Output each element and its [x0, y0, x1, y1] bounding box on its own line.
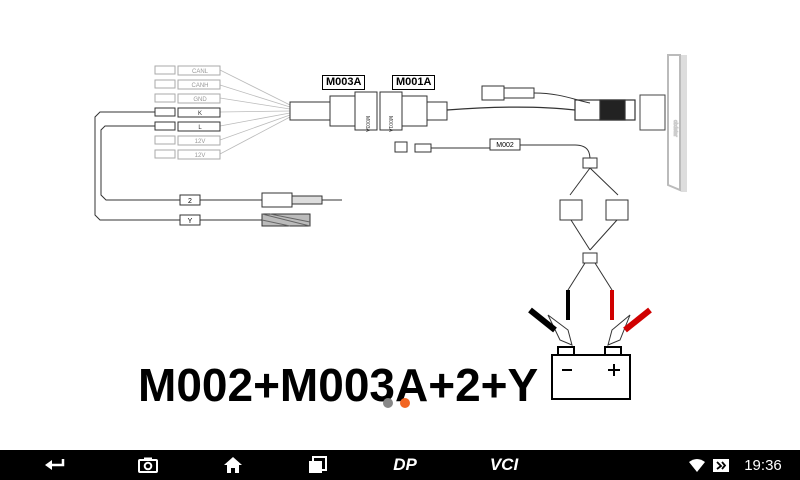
vci-label: VCI [489, 455, 519, 474]
page-indicator-2[interactable] [400, 398, 410, 408]
pin-label-12v-a: 12V [195, 139, 206, 145]
pin-label-12v-b: 12V [195, 153, 206, 159]
battery-symbol [551, 346, 631, 400]
battery-status [712, 450, 730, 480]
pin-label-canl: CANL [192, 69, 209, 75]
label-2: 2 [188, 198, 192, 205]
connector-m003a [289, 91, 378, 131]
connection-diagram: obdstar CANL [94, 54, 687, 411]
dp-button[interactable]: DP [385, 450, 425, 480]
label-m003a: M003A [322, 75, 366, 90]
dp-label: DP [393, 455, 417, 474]
pin-label-canh: CANH [191, 83, 208, 89]
usb-cable [481, 85, 591, 104]
screenshot-button[interactable] [135, 450, 161, 480]
label-m001a: M001A [392, 75, 436, 90]
recent-apps-icon [309, 456, 327, 473]
diagram-drawing: obdstar CANL [94, 54, 687, 400]
svg-text:M003A: M003A [364, 116, 370, 133]
home-icon [224, 457, 242, 473]
home-button[interactable] [220, 450, 246, 480]
wifi-status [688, 450, 706, 480]
clock-time: 19:36 [744, 456, 782, 474]
label-m002-text: M002 [496, 142, 514, 149]
battery-icon [713, 458, 729, 472]
vci-button[interactable]: VCI [482, 450, 526, 480]
wire-2 [179, 192, 342, 208]
main-cable [446, 99, 636, 121]
pin-label-gnd: GND [193, 97, 207, 103]
wire-y [179, 213, 311, 227]
back-icon [45, 459, 65, 470]
system-navigation-bar: DP VCI 19:36 [0, 450, 800, 480]
wifi-icon [689, 458, 705, 472]
red-clamp [607, 290, 652, 346]
label-y: Y [188, 218, 193, 225]
camera-icon [138, 457, 158, 473]
svg-text:M001A: M001A [387, 116, 393, 133]
connector-m001a [379, 91, 448, 131]
svg-text:obdstar: obdstar [672, 120, 678, 137]
page-indicator-1[interactable] [383, 398, 393, 408]
pin-label-k: K [198, 111, 202, 117]
device-body: obdstar [639, 54, 687, 192]
pin-label-l: L [198, 125, 202, 131]
obd-pin-wires [219, 69, 291, 155]
back-button[interactable] [40, 450, 68, 480]
clock: 19:36 [737, 450, 789, 480]
m002-cable [394, 138, 629, 320]
recent-apps-button[interactable] [305, 450, 331, 480]
black-clamp [528, 307, 573, 346]
connection-formula: M002+M003A+2+Y [138, 359, 539, 411]
pin-plugs [154, 65, 221, 160]
kl-wires [94, 111, 180, 221]
